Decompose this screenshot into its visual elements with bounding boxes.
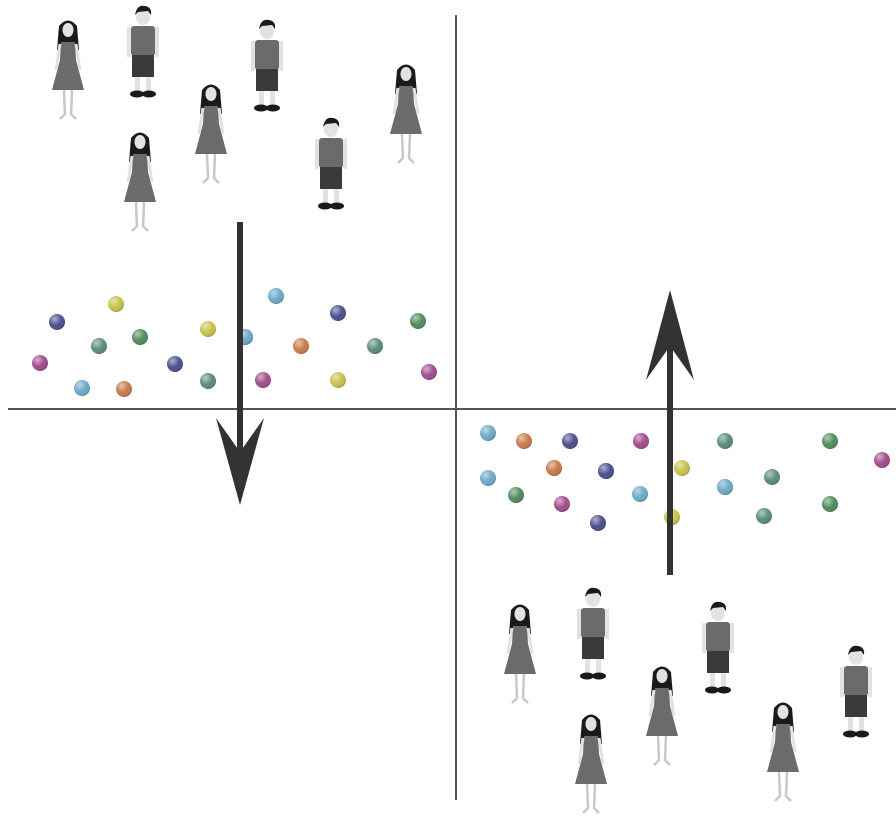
arrows-layer (216, 222, 694, 575)
particle-ball (822, 496, 838, 512)
girl-figure (504, 604, 536, 704)
particle-ball (480, 470, 496, 486)
girl-figure (124, 132, 156, 232)
particle-ball (674, 460, 690, 476)
girl-figure (195, 84, 227, 184)
particle-ball (598, 463, 614, 479)
girl-figure (390, 64, 422, 164)
particle-ball (717, 479, 733, 495)
particle-ball (480, 425, 496, 441)
particle-ball (330, 372, 346, 388)
particle-ball (632, 486, 648, 502)
boy-figure (702, 601, 734, 694)
particle-ball (516, 433, 532, 449)
particle-ball (562, 433, 578, 449)
girl-figure (646, 666, 678, 766)
girl-figure (575, 714, 607, 814)
particle-ball (116, 381, 132, 397)
particle-ball (590, 515, 606, 531)
particle-ball (268, 288, 284, 304)
boy-figure (315, 117, 347, 210)
particle-ball (255, 372, 271, 388)
particle-ball (756, 508, 772, 524)
boy-figure (251, 19, 283, 112)
particle-ball (410, 313, 426, 329)
particle-ball (293, 338, 309, 354)
people-layer (52, 5, 872, 814)
arrow-up-icon (646, 290, 694, 575)
particle-ball (421, 364, 437, 380)
particle-ball (167, 356, 183, 372)
particle-ball (822, 433, 838, 449)
particle-ball (508, 487, 524, 503)
particle-ball (74, 380, 90, 396)
particles-layer (32, 288, 890, 531)
particle-ball (367, 338, 383, 354)
particle-ball (91, 338, 107, 354)
girl-figure (52, 20, 84, 120)
arrow-down-icon (216, 222, 264, 505)
particle-ball (108, 296, 124, 312)
particle-ball (32, 355, 48, 371)
particle-ball (554, 496, 570, 512)
boy-figure (127, 5, 159, 98)
particle-ball (200, 373, 216, 389)
particle-ball (874, 452, 890, 468)
particle-ball (200, 321, 216, 337)
particle-ball (633, 433, 649, 449)
boy-figure (577, 587, 609, 680)
girl-figure (767, 702, 799, 802)
particle-ball (132, 329, 148, 345)
particle-ball (717, 433, 733, 449)
particle-ball (330, 305, 346, 321)
particle-ball (49, 314, 65, 330)
particle-ball (764, 469, 780, 485)
boy-figure (840, 645, 872, 738)
particle-ball (546, 460, 562, 476)
